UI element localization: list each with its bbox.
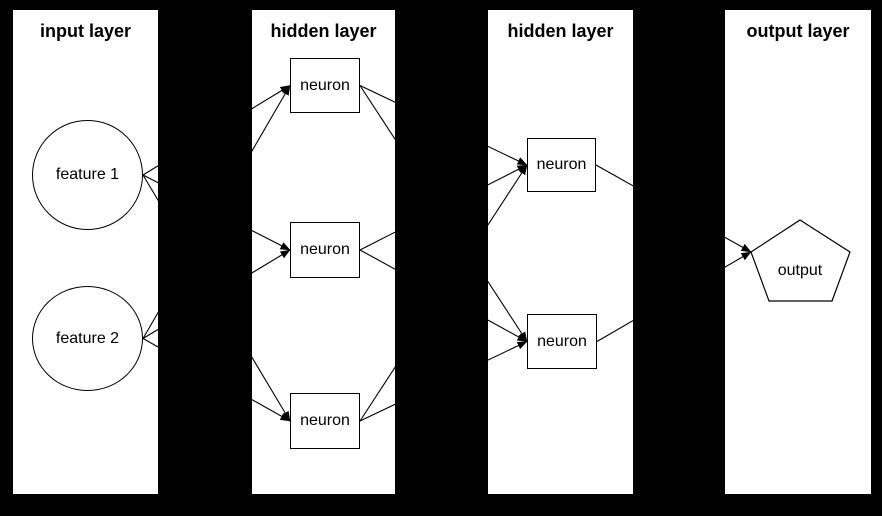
panel-title-input-layer: input layer: [39, 21, 132, 41]
node-neuron_a: neuron: [290, 58, 360, 113]
node-label-output1: output: [777, 262, 823, 279]
node-neuron_c: neuron: [290, 393, 360, 449]
node-label-neuron_b: neuron: [300, 241, 350, 258]
panel-input-layer: input layer: [13, 10, 158, 494]
node-label-neuron_e: neuron: [537, 332, 587, 350]
node-label-neuron_c: neuron: [300, 412, 350, 429]
node-feature1: feature 1: [32, 120, 143, 230]
node-feature2: feature 2: [32, 286, 143, 391]
panel-title-hidden-layer-1: hidden layer: [270, 21, 377, 41]
node-label-neuron_a: neuron: [300, 76, 350, 94]
node-label-neuron_d: neuron: [536, 156, 587, 173]
panel-hidden-layer-2: hidden layer: [488, 10, 633, 494]
node-neuron_b: neuron: [290, 222, 360, 278]
node-neuron_d: neuron: [527, 138, 596, 192]
node-neuron_e: neuron: [527, 314, 597, 369]
panel-title-hidden-layer-2: hidden layer: [507, 21, 614, 41]
node-label-feature2: feature 2: [55, 329, 120, 347]
node-label-feature1: feature 1: [55, 166, 120, 183]
panel-output-layer: output layer: [725, 10, 871, 494]
panel-title-output-layer: output layer: [746, 21, 850, 41]
